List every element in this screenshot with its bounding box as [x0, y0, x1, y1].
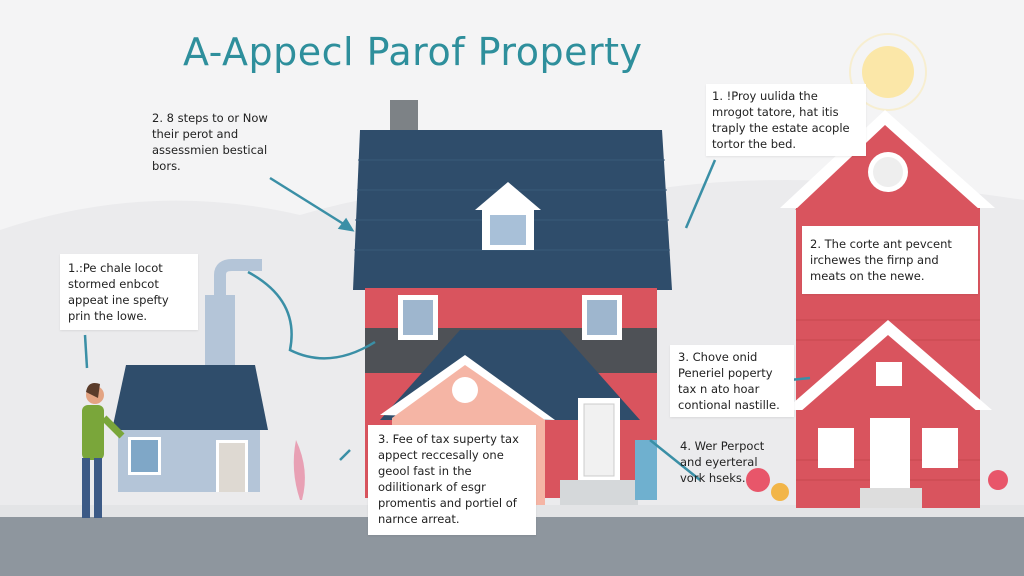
note-bottom-center: 3. Fee of tax superty tax appect reccesa…	[368, 425, 536, 535]
sun-icon	[862, 46, 914, 98]
note-left: 1.:Pe chale locot stormed enbcot appeat …	[60, 254, 198, 330]
arrow	[684, 159, 717, 229]
arrow	[83, 334, 89, 369]
note-right: 2. The corte ant pevcent irchewes the fi…	[802, 226, 978, 294]
arrow	[649, 439, 701, 481]
plants	[293, 440, 1008, 501]
arrow	[339, 449, 351, 461]
note-top-right: 1. !Proy uulida the mrogot tatore, hat i…	[706, 84, 866, 156]
arrow	[269, 176, 351, 230]
note-bottom-right: 4. Wer Perpoct and eyerteral vork hseks.	[680, 439, 765, 485]
small-house	[112, 259, 268, 492]
page-title: A-Appecl Parof Property	[183, 30, 643, 74]
arrows	[83, 159, 811, 481]
note-top-left: 2. 8 steps to or Now their perot and ass…	[152, 111, 268, 173]
arrow	[247, 270, 376, 360]
person-figure	[82, 383, 125, 518]
note-mid-right: 3. Chove onid Peneriel poperty tax n ato…	[670, 345, 794, 417]
right-house	[780, 110, 995, 508]
